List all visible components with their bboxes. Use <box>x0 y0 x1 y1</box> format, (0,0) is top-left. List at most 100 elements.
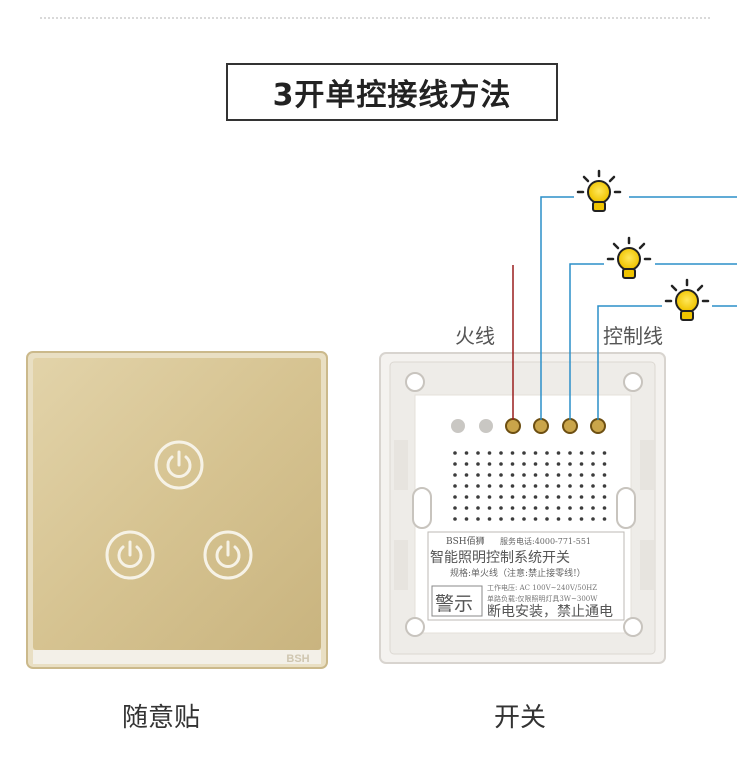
vent-hole <box>533 517 538 521</box>
vent-hole <box>487 495 492 499</box>
bulb-icon <box>664 278 710 321</box>
label-spec: 规格:单火线（注意:禁止接零线!） <box>450 567 586 579</box>
top-dotted-divider <box>40 17 710 19</box>
vent-hole <box>568 451 572 455</box>
vent-hole <box>453 517 457 521</box>
vent-hole <box>476 506 480 510</box>
vent-hole <box>522 451 526 455</box>
vent-hole <box>568 484 572 488</box>
power-icon <box>215 540 241 568</box>
vent-hole <box>499 506 503 510</box>
vent-hole <box>522 517 526 521</box>
front-panel: BSH <box>26 351 328 669</box>
vent-hole <box>579 462 584 466</box>
vent-hole <box>568 506 572 510</box>
vent-hole <box>545 462 549 466</box>
vent-hole <box>476 451 480 455</box>
vent-hole <box>602 517 607 521</box>
vent-hole <box>556 506 561 510</box>
vent-hole <box>487 473 492 477</box>
bulb-icon <box>606 236 652 279</box>
touch-button-1[interactable] <box>154 440 204 490</box>
vent-hole <box>533 462 538 466</box>
vent-hole <box>568 517 572 521</box>
vent-hole <box>579 473 584 477</box>
vent-hole <box>568 462 572 466</box>
vent-hole <box>533 495 538 499</box>
vent-hole <box>579 495 584 499</box>
vent-hole <box>556 517 561 521</box>
vent-hole <box>464 484 469 488</box>
vent-hole <box>591 451 595 455</box>
vent-hole <box>533 506 538 510</box>
vent-hole <box>499 517 503 521</box>
vent-hole <box>545 484 549 488</box>
vent-hole <box>510 484 515 488</box>
vent-hole <box>510 451 515 455</box>
vent-hole <box>591 484 595 488</box>
vent-hole <box>545 506 549 510</box>
vent-hole <box>487 506 492 510</box>
vent-hole <box>453 506 457 510</box>
vent-hole <box>464 462 469 466</box>
vent-hole <box>476 462 480 466</box>
vent-hole <box>522 506 526 510</box>
vent-hole <box>579 506 584 510</box>
vent-hole <box>602 506 607 510</box>
vent-hole <box>602 462 607 466</box>
vent-hole <box>556 462 561 466</box>
vent-hole <box>510 517 515 521</box>
vent-hole <box>568 473 572 477</box>
vent-hole <box>579 484 584 488</box>
vent-hole <box>464 473 469 477</box>
live-wire-label: 火线 <box>455 324 495 348</box>
vent-hole <box>533 484 538 488</box>
touch-button-3[interactable] <box>203 530 253 580</box>
vent-hole <box>510 506 515 510</box>
vent-hole <box>510 473 515 477</box>
vent-hole <box>453 451 457 455</box>
vent-hole <box>487 517 492 521</box>
vent-hole <box>499 462 503 466</box>
vent-hole <box>453 484 457 488</box>
vent-hole <box>556 451 561 455</box>
touch-button-2[interactable] <box>105 530 155 580</box>
vent-hole <box>476 517 480 521</box>
label-warning-title: 警示 <box>435 593 473 615</box>
vent-hole <box>568 495 572 499</box>
vent-hole <box>487 451 492 455</box>
page-title: 3开单控接线方法 <box>226 63 558 121</box>
control-wires <box>540 196 737 420</box>
label-service: 服务电话:4000-771-551 <box>500 536 591 546</box>
caption-switch: 开关 <box>494 703 547 733</box>
vent-hole <box>464 451 469 455</box>
vent-hole <box>591 462 595 466</box>
bulb-icon <box>576 169 622 212</box>
vent-hole <box>602 451 607 455</box>
vent-hole <box>591 517 595 521</box>
vent-hole <box>487 484 492 488</box>
caption-sticker: 随意贴 <box>122 703 201 733</box>
vent-hole <box>499 473 503 477</box>
vent-hole <box>510 462 515 466</box>
vent-hole <box>522 462 526 466</box>
vent-hole <box>591 495 595 499</box>
vent-hole <box>453 495 457 499</box>
vent-hole <box>476 473 480 477</box>
vent-hole <box>522 473 526 477</box>
vent-hole <box>464 517 469 521</box>
vent-hole <box>545 451 549 455</box>
label-load: 单路负载:仅限照明灯具3W~300W <box>487 594 598 603</box>
vent-hole <box>499 495 503 499</box>
control-wire-label: 控制线 <box>603 324 663 348</box>
vent-hole <box>464 495 469 499</box>
vent-hole <box>591 473 595 477</box>
vent-hole <box>533 451 538 455</box>
vent-hole <box>510 495 515 499</box>
vent-hole <box>579 517 584 521</box>
vent-hole <box>453 462 457 466</box>
label-brand: BSH佰狮 <box>446 535 485 547</box>
vent-hole <box>602 484 607 488</box>
vent-hole <box>556 473 561 477</box>
